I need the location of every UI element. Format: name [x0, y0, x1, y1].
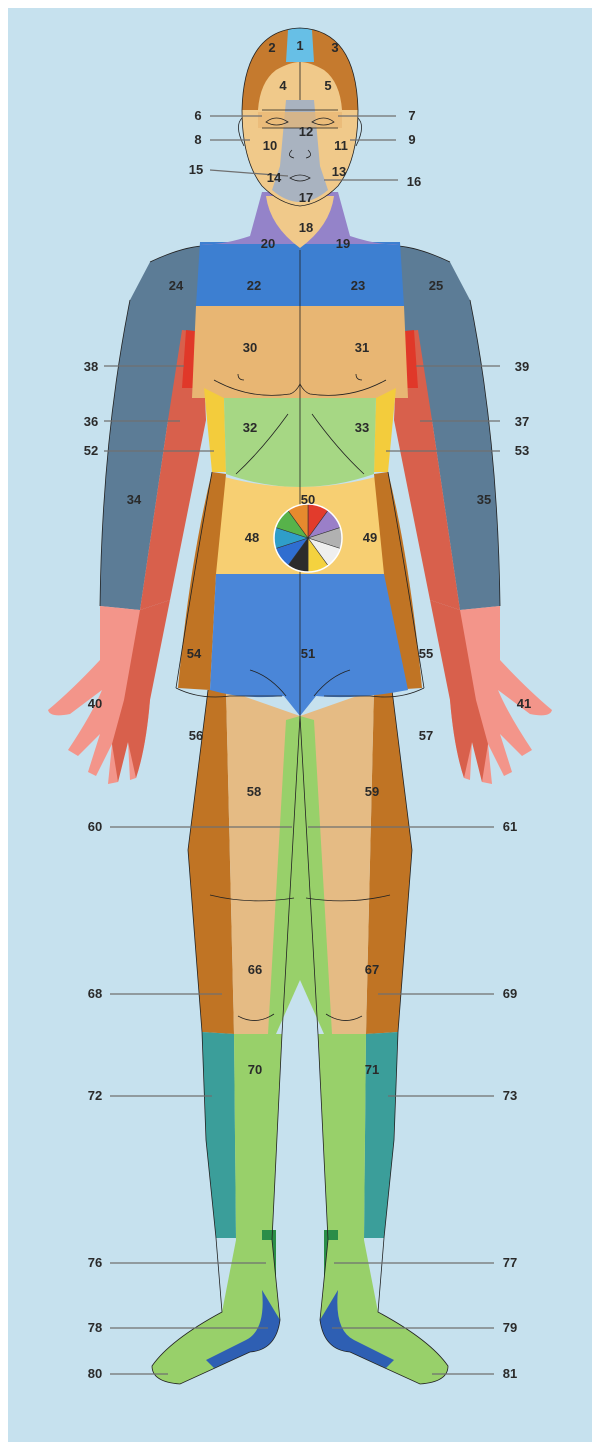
label-34: 34 — [127, 492, 142, 507]
label-40: 40 — [88, 696, 102, 711]
label-8: 8 — [194, 132, 201, 147]
label-73: 73 — [503, 1088, 517, 1103]
label-16: 16 — [407, 174, 421, 189]
label-78: 78 — [88, 1320, 102, 1335]
label-3: 3 — [331, 40, 338, 55]
label-11: 11 — [334, 138, 348, 153]
label-50: 50 — [301, 492, 315, 507]
label-32: 32 — [243, 420, 257, 435]
label-20: 20 — [261, 236, 275, 251]
label-48: 48 — [245, 530, 259, 545]
label-41: 41 — [517, 696, 531, 711]
label-71: 71 — [365, 1062, 379, 1077]
label-60: 60 — [88, 819, 102, 834]
label-4: 4 — [279, 78, 287, 93]
label-72: 72 — [88, 1088, 102, 1103]
label-1: 1 — [296, 38, 303, 53]
label-59: 59 — [365, 784, 379, 799]
label-66: 66 — [248, 962, 262, 977]
label-77: 77 — [503, 1255, 517, 1270]
label-55: 55 — [419, 646, 433, 661]
label-38: 38 — [84, 359, 98, 374]
label-69: 69 — [503, 986, 517, 1001]
label-31: 31 — [355, 340, 369, 355]
label-39: 39 — [515, 359, 529, 374]
label-81: 81 — [503, 1366, 517, 1381]
label-80: 80 — [88, 1366, 102, 1381]
label-24: 24 — [169, 278, 184, 293]
label-9: 9 — [408, 132, 415, 147]
label-67: 67 — [365, 962, 379, 977]
label-36: 36 — [84, 414, 98, 429]
label-12: 12 — [299, 124, 313, 139]
label-5: 5 — [324, 78, 331, 93]
label-35: 35 — [477, 492, 491, 507]
color-wheel — [274, 504, 342, 572]
label-22: 22 — [247, 278, 261, 293]
label-79: 79 — [503, 1320, 517, 1335]
label-53: 53 — [515, 443, 529, 458]
label-68: 68 — [88, 986, 102, 1001]
label-13: 13 — [332, 164, 346, 179]
label-17: 17 — [299, 190, 313, 205]
label-7: 7 — [408, 108, 415, 123]
label-57: 57 — [419, 728, 433, 743]
label-10: 10 — [263, 138, 277, 153]
label-49: 49 — [363, 530, 377, 545]
label-61: 61 — [503, 819, 517, 834]
label-54: 54 — [187, 646, 202, 661]
label-51: 51 — [301, 646, 315, 661]
label-25: 25 — [429, 278, 443, 293]
label-30: 30 — [243, 340, 257, 355]
label-76: 76 — [88, 1255, 102, 1270]
label-6: 6 — [194, 108, 201, 123]
label-58: 58 — [247, 784, 261, 799]
label-23: 23 — [351, 278, 365, 293]
label-33: 33 — [355, 420, 369, 435]
label-52: 52 — [84, 443, 98, 458]
label-18: 18 — [299, 220, 313, 235]
label-14: 14 — [267, 170, 282, 185]
label-56: 56 — [189, 728, 203, 743]
label-70: 70 — [248, 1062, 262, 1077]
label-2: 2 — [268, 40, 275, 55]
torso — [176, 242, 424, 716]
label-15: 15 — [189, 162, 203, 177]
label-19: 19 — [336, 236, 350, 251]
label-37: 37 — [515, 414, 529, 429]
